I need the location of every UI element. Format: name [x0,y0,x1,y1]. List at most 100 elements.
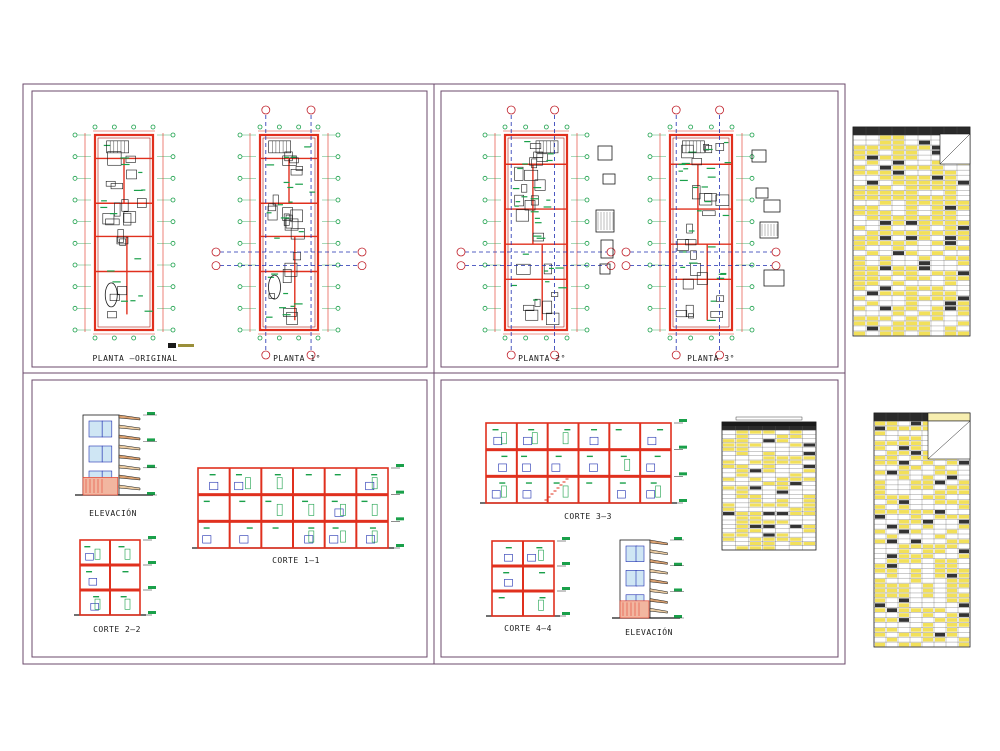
grid-bubble-left [237,305,243,311]
grid-bubble-left [482,175,488,181]
grid-bubble-bottom [150,335,156,341]
window [329,535,339,544]
furniture [696,272,708,285]
car [104,282,118,308]
grid-bubble-left [482,262,488,268]
axis-bubble [550,105,559,115]
window [498,463,507,472]
grid-bubble-left [237,197,243,203]
stair-volume [118,424,141,431]
door [94,548,101,560]
furniture [107,311,117,319]
furniture [690,250,697,260]
grid-bubble-right [749,197,755,203]
grid-bubble-bottom [729,335,735,341]
grid-bubble-right [170,132,176,138]
grid-bubble-left [72,327,78,333]
exterior-wall [503,133,569,332]
window [635,545,645,562]
grid-bubble-right [749,132,755,138]
door [340,530,346,543]
grid-bubble-top [564,124,570,130]
section-3-3-drawing [480,419,687,504]
window [625,570,638,587]
grid-bubble-right [749,284,755,290]
grid-bubble-bottom [315,335,321,341]
grid-bubble-left [72,219,78,225]
door [531,432,538,445]
grid-bubble-bottom [276,335,282,341]
elevation-drawing-2 [612,537,684,619]
detail-box [602,173,616,185]
grid-bubble-left [72,305,78,311]
window [493,436,503,446]
furniture [692,185,701,200]
grid-bubble-bottom [92,335,98,341]
stairs [268,140,292,154]
furniture [682,278,694,290]
grid-bubble-left [72,132,78,138]
grid-bubble-top [257,124,263,130]
grid-bubble-bottom [111,335,117,341]
floor-plan-2 [456,105,616,360]
furniture [532,232,544,242]
furniture [546,312,560,325]
furniture [114,202,121,217]
axis-bubble [357,247,367,257]
furniture [284,262,298,277]
door [501,432,507,445]
grid-bubble-top [296,124,302,130]
grid-bubble-left [647,175,653,181]
furniture [685,304,694,317]
furniture [109,293,120,301]
furniture [284,151,293,162]
grid-bubble-top [150,124,156,130]
grid-bubble-left [237,240,243,246]
furniture [542,300,553,315]
grid-bubble-right [584,175,590,181]
axis-bubble [715,105,724,115]
door [371,503,378,516]
stair-volume [649,549,668,555]
elevation-1-title: ELEVACIÓN [89,509,137,518]
window [88,445,103,463]
elevation-drawing-1 [75,412,157,496]
column [355,468,358,548]
window [101,420,113,438]
grid-bubble-left [72,262,78,268]
furniture [126,169,137,180]
door [538,599,544,611]
grid-bubble-top [667,124,673,130]
window [491,490,501,499]
section-4-4-drawing [486,537,570,617]
furniture [533,151,544,158]
detail-box [595,209,615,233]
grid-bubble-left [237,262,243,268]
door [562,485,569,498]
garage-wall [82,477,119,496]
furniture [691,158,702,166]
grid-bubble-left [647,154,653,160]
grid-bubble-bottom [131,335,137,341]
furniture [289,157,299,164]
grid-bubble-left [482,197,488,203]
window [334,508,344,517]
door [562,432,569,445]
furniture [116,236,129,245]
grid-bubble-top [688,124,694,130]
floor-plan-3 [621,105,785,360]
grid-bubble-left [647,240,653,246]
window [589,463,598,472]
grid-bubble-top [729,124,735,130]
furniture [125,155,136,163]
stair-volume [118,464,141,471]
grid-bubble-bottom [257,335,263,341]
detail-box [600,239,614,259]
furniture [524,169,539,181]
grid-bubble-right [170,154,176,160]
grid-bubble-bottom [502,335,508,341]
grid-bubble-bottom [688,335,694,341]
grid-bubble-left [237,175,243,181]
stair-volume [649,559,668,565]
furniture [290,169,303,176]
